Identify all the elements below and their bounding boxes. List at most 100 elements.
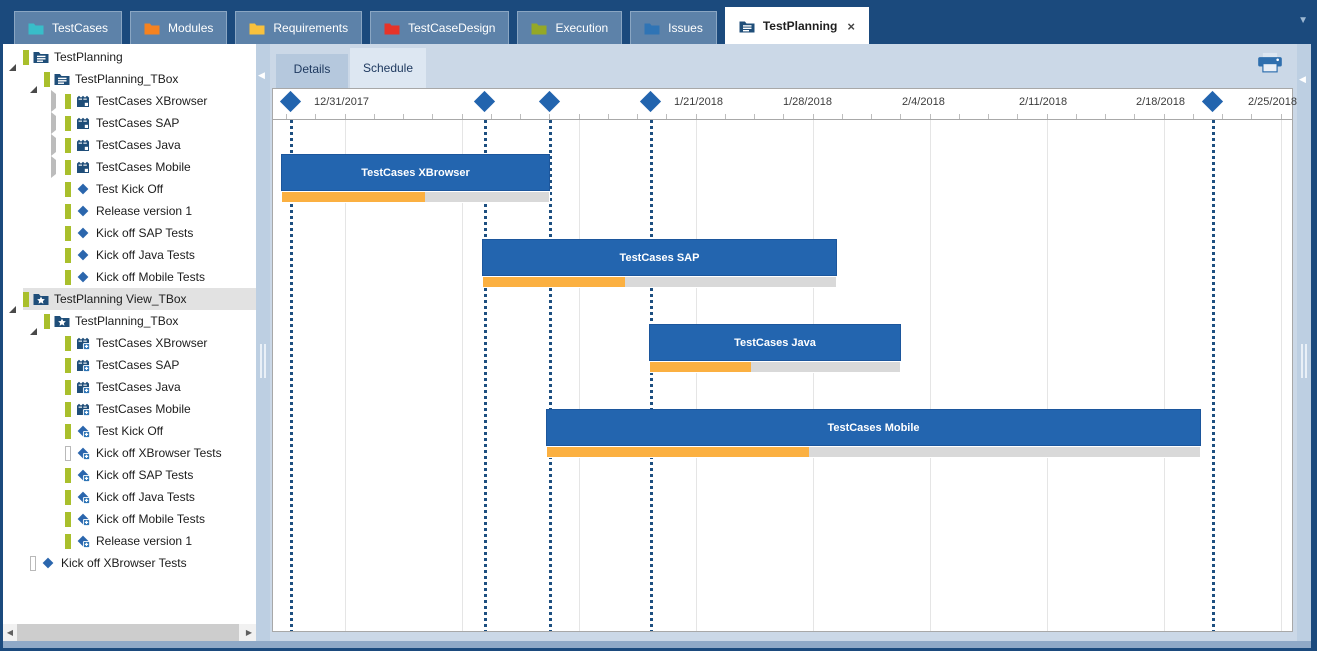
tree-item-testcases-java[interactable]: TestCases Java bbox=[3, 134, 256, 156]
timeline-tick bbox=[1076, 114, 1077, 119]
tree-item-testcases-java[interactable]: TestCases Java bbox=[3, 376, 256, 398]
milestone-diamond-icon[interactable] bbox=[279, 90, 302, 113]
gantt-task-testcases-sap[interactable]: TestCases SAP bbox=[482, 239, 837, 288]
splitter-grip[interactable] bbox=[260, 344, 266, 378]
expander-slot bbox=[51, 134, 63, 156]
week-gridline bbox=[462, 120, 463, 631]
task-progress-track bbox=[649, 361, 901, 373]
tree-item-testplanning-view-tbox[interactable]: TestPlanning View_TBox bbox=[3, 288, 256, 313]
green-bar-icon bbox=[65, 379, 71, 395]
tree-item-testplanning-tbox[interactable]: TestPlanning_TBox bbox=[3, 68, 256, 93]
tree-item-testcases-xbrowser[interactable]: TestCases XBrowser bbox=[3, 90, 256, 112]
tree-item-kick-off-xbrowser-tests[interactable]: Kick off XBrowser Tests bbox=[3, 442, 256, 464]
diamond-icon bbox=[75, 270, 91, 284]
scroll-left-icon[interactable]: ◀ bbox=[6, 628, 14, 637]
folder-list-icon bbox=[54, 72, 70, 86]
task-bar[interactable]: TestCases Mobile bbox=[546, 409, 1201, 446]
gantt-task-testcases-mobile[interactable]: TestCases Mobile bbox=[546, 409, 1201, 458]
timeline-date-label: 12/31/2017 bbox=[314, 96, 370, 108]
tree-item-testcases-sap[interactable]: TestCases SAP bbox=[3, 112, 256, 134]
tree-item-kick-off-java-tests[interactable]: Kick off Java Tests bbox=[3, 486, 256, 508]
milestone-diamond-icon[interactable] bbox=[1201, 90, 1224, 113]
tree-item-kick-off-xbrowser-tests[interactable]: Kick off XBrowser Tests bbox=[3, 552, 256, 574]
green-bar-icon bbox=[65, 489, 71, 505]
calendar-plus-icon bbox=[75, 336, 91, 350]
tree-item-release-version-1[interactable]: Release version 1 bbox=[3, 200, 256, 222]
tab-overflow-chevron-icon[interactable]: ▼ bbox=[1298, 15, 1308, 26]
expand-icon[interactable] bbox=[51, 156, 56, 178]
task-bar[interactable]: TestCases XBrowser bbox=[281, 154, 550, 191]
print-icon[interactable] bbox=[1257, 52, 1283, 74]
collapse-icon[interactable] bbox=[9, 292, 16, 313]
tree-item-content: Kick off XBrowser Tests bbox=[30, 552, 256, 574]
app-tab-testcases[interactable]: TestCases bbox=[14, 11, 123, 44]
tab-details[interactable]: Details bbox=[276, 54, 348, 88]
tree-item-testcases-xbrowser[interactable]: TestCases XBrowser bbox=[3, 332, 256, 354]
collapse-icon[interactable] bbox=[9, 50, 16, 71]
tab-schedule[interactable]: Schedule bbox=[350, 48, 426, 88]
diamond-plus-icon bbox=[75, 468, 91, 482]
task-bar[interactable]: TestCases Java bbox=[649, 324, 901, 361]
tree-item-kick-off-mobile-tests[interactable]: Kick off Mobile Tests bbox=[3, 508, 256, 530]
tree-item-kick-off-mobile-tests[interactable]: Kick off Mobile Tests bbox=[3, 266, 256, 288]
app-tab-testcasedesign[interactable]: TestCaseDesign bbox=[370, 11, 510, 44]
timeline-tick bbox=[1251, 114, 1252, 119]
expand-icon[interactable] bbox=[51, 112, 56, 134]
app-tab-requirements[interactable]: Requirements bbox=[235, 11, 363, 44]
right-splitter[interactable]: ◀ bbox=[1297, 44, 1311, 641]
splitter-grip[interactable] bbox=[1301, 344, 1307, 378]
tree-item-test-kick-off[interactable]: Test Kick Off bbox=[3, 420, 256, 442]
tree-item-testplanning-tbox[interactable]: TestPlanning_TBox bbox=[3, 310, 256, 335]
tree-item-testcases-mobile[interactable]: TestCases Mobile bbox=[3, 398, 256, 420]
timeline-tick bbox=[432, 114, 433, 119]
milestone-diamond-icon[interactable] bbox=[639, 90, 662, 113]
green-bar-icon bbox=[65, 467, 71, 483]
collapse-left-icon[interactable]: ◀ bbox=[258, 70, 265, 80]
expander-slot bbox=[9, 50, 21, 71]
tab-label: TestCases bbox=[52, 21, 109, 35]
tree-item-release-version-1[interactable]: Release version 1 bbox=[3, 530, 256, 552]
tree-item-testplanning[interactable]: TestPlanning bbox=[3, 46, 256, 71]
gantt-task-testcases-java[interactable]: TestCases Java bbox=[649, 324, 901, 373]
tree-item-kick-off-java-tests[interactable]: Kick off Java Tests bbox=[3, 244, 256, 266]
tree-item-testcases-sap[interactable]: TestCases SAP bbox=[3, 354, 256, 376]
collapse-icon[interactable] bbox=[30, 314, 37, 335]
hollow-bar-icon bbox=[30, 555, 36, 571]
tree-item-kick-off-sap-tests[interactable]: Kick off SAP Tests bbox=[3, 222, 256, 244]
app-tab-testplanning[interactable]: TestPlanning× bbox=[724, 7, 869, 44]
expand-icon[interactable] bbox=[51, 134, 56, 156]
task-bar[interactable]: TestCases SAP bbox=[482, 239, 837, 276]
week-gridline bbox=[1164, 120, 1165, 631]
app-tab-issues[interactable]: Issues bbox=[630, 11, 717, 44]
diamond-plus-icon bbox=[75, 490, 91, 504]
tree-item-test-kick-off[interactable]: Test Kick Off bbox=[3, 178, 256, 200]
tree-item-content: TestCases SAP bbox=[65, 354, 256, 376]
scrollbar-thumb[interactable] bbox=[17, 624, 239, 641]
collapse-right-icon[interactable]: ◀ bbox=[1299, 74, 1306, 84]
tree-item-testcases-mobile[interactable]: TestCases Mobile bbox=[3, 156, 256, 178]
left-splitter[interactable]: ◀ bbox=[256, 44, 270, 641]
milestone-diamond-icon[interactable] bbox=[538, 90, 561, 113]
green-bar-icon bbox=[44, 313, 50, 329]
tree-item-content: Test Kick Off bbox=[65, 420, 256, 442]
scroll-right-icon[interactable]: ▶ bbox=[245, 628, 253, 637]
app-tab-modules[interactable]: Modules bbox=[130, 11, 228, 44]
green-bar-icon bbox=[65, 335, 71, 351]
close-tab-icon[interactable]: × bbox=[847, 18, 855, 34]
gantt-task-testcases-xbrowser[interactable]: TestCases XBrowser bbox=[281, 154, 550, 203]
task-progress-track bbox=[546, 446, 1201, 458]
tab-label: Issues bbox=[668, 21, 703, 35]
collapse-icon[interactable] bbox=[30, 72, 37, 93]
milestone-diamond-icon[interactable] bbox=[473, 90, 496, 113]
timeline-tick bbox=[666, 114, 667, 119]
tree-item-label: TestPlanning View_TBox bbox=[54, 292, 187, 306]
folder-icon bbox=[249, 22, 265, 35]
app-tab-execution[interactable]: Execution bbox=[517, 11, 623, 44]
expand-icon[interactable] bbox=[51, 90, 56, 112]
timeline-tick bbox=[637, 114, 638, 119]
tree-horizontal-scrollbar[interactable]: ◀ ▶ bbox=[3, 624, 256, 641]
week-gridline bbox=[930, 120, 931, 631]
tree-item-kick-off-sap-tests[interactable]: Kick off SAP Tests bbox=[3, 464, 256, 486]
